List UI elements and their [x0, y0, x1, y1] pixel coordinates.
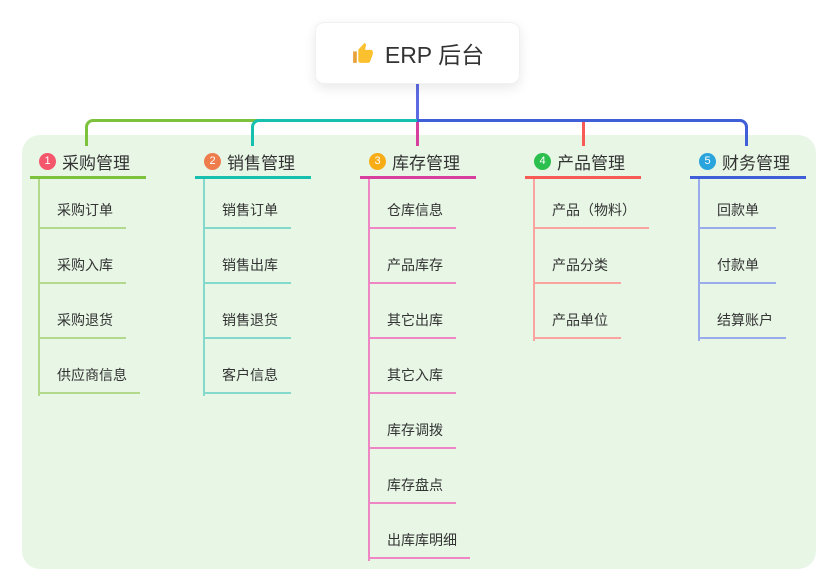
child-node[interactable]: 库存调拨 [368, 394, 456, 449]
branch-children: 产品（物料） 产品分类 产品单位 [525, 179, 685, 341]
branch-procurement: 1 采购管理 采购订单 采购入库 采购退货 供应商信息 [30, 146, 190, 396]
branch-finance: 5 财务管理 回款单 付款单 结算账户 [690, 146, 839, 341]
branch-title-product[interactable]: 4 产品管理 [525, 146, 641, 179]
branch-number-badge: 2 [204, 152, 221, 170]
root-node-label: ERP 后台 [384, 42, 485, 68]
child-node[interactable]: 仓库信息 [368, 179, 456, 229]
branch-children: 采购订单 采购入库 采购退货 供应商信息 [30, 179, 190, 396]
branch5-connector-line [417, 119, 748, 146]
branch-title-label: 库存管理 [392, 153, 460, 173]
branch-title-label: 财务管理 [722, 153, 790, 173]
child-node[interactable]: 付款单 [698, 229, 776, 284]
branch-title-procurement[interactable]: 1 采购管理 [30, 146, 146, 179]
branch3-connector-line [416, 120, 419, 146]
root-node[interactable]: ERP 后台 [315, 22, 520, 84]
branch-title-label: 产品管理 [557, 153, 625, 173]
child-node[interactable]: 采购退货 [38, 284, 126, 339]
branch-title-inventory[interactable]: 3 库存管理 [360, 146, 476, 179]
child-node[interactable]: 产品分类 [533, 229, 621, 284]
child-node[interactable]: 客户信息 [203, 339, 291, 394]
branch2-connector-line [251, 119, 418, 146]
child-node[interactable]: 销售出库 [203, 229, 291, 284]
child-connector-line [698, 179, 700, 341]
branch-number-badge: 5 [699, 152, 716, 170]
branch-title-finance[interactable]: 5 财务管理 [690, 146, 806, 179]
branch-number-badge: 3 [369, 152, 386, 170]
child-node[interactable]: 采购订单 [38, 179, 126, 229]
child-connector-line [38, 179, 40, 396]
branch1-connector-line [85, 119, 418, 146]
child-node[interactable]: 其它入库 [368, 339, 456, 394]
child-node[interactable]: 产品单位 [533, 284, 621, 339]
child-node[interactable]: 采购入库 [38, 229, 126, 284]
child-node[interactable]: 库存盘点 [368, 449, 456, 504]
root-connector-line [416, 84, 419, 122]
child-node[interactable]: 销售订单 [203, 179, 291, 229]
thumbs-up-icon [352, 42, 373, 63]
branch-title-label: 采购管理 [62, 153, 130, 173]
child-connector-line [368, 179, 370, 561]
branch-number-badge: 4 [534, 152, 551, 170]
branch-children: 回款单 付款单 结算账户 [690, 179, 839, 341]
child-node[interactable]: 供应商信息 [38, 339, 140, 394]
child-node[interactable]: 出库库明细 [368, 504, 470, 559]
child-node[interactable]: 回款单 [698, 179, 776, 229]
branch4-connector-line [582, 120, 585, 146]
branch-children: 销售订单 销售出库 销售退货 客户信息 [195, 179, 355, 396]
branch-sales: 2 销售管理 销售订单 销售出库 销售退货 客户信息 [195, 146, 355, 396]
branch-inventory: 3 库存管理 仓库信息 产品库存 其它出库 其它入库 库存调拨 库存盘点 出库库… [360, 146, 520, 561]
child-connector-line [203, 179, 205, 396]
branch-children: 仓库信息 产品库存 其它出库 其它入库 库存调拨 库存盘点 出库库明细 [360, 179, 520, 561]
child-node[interactable]: 产品（物料） [533, 179, 649, 229]
branch-product: 4 产品管理 产品（物料） 产品分类 产品单位 [525, 146, 685, 341]
branch-number-badge: 1 [39, 152, 56, 170]
child-connector-line [533, 179, 535, 341]
child-node[interactable]: 产品库存 [368, 229, 456, 284]
child-node[interactable]: 销售退货 [203, 284, 291, 339]
child-node[interactable]: 其它出库 [368, 284, 456, 339]
branch-title-label: 销售管理 [227, 153, 295, 173]
child-node[interactable]: 结算账户 [698, 284, 786, 339]
branch-title-sales[interactable]: 2 销售管理 [195, 146, 311, 179]
mindmap-panel [22, 135, 816, 569]
